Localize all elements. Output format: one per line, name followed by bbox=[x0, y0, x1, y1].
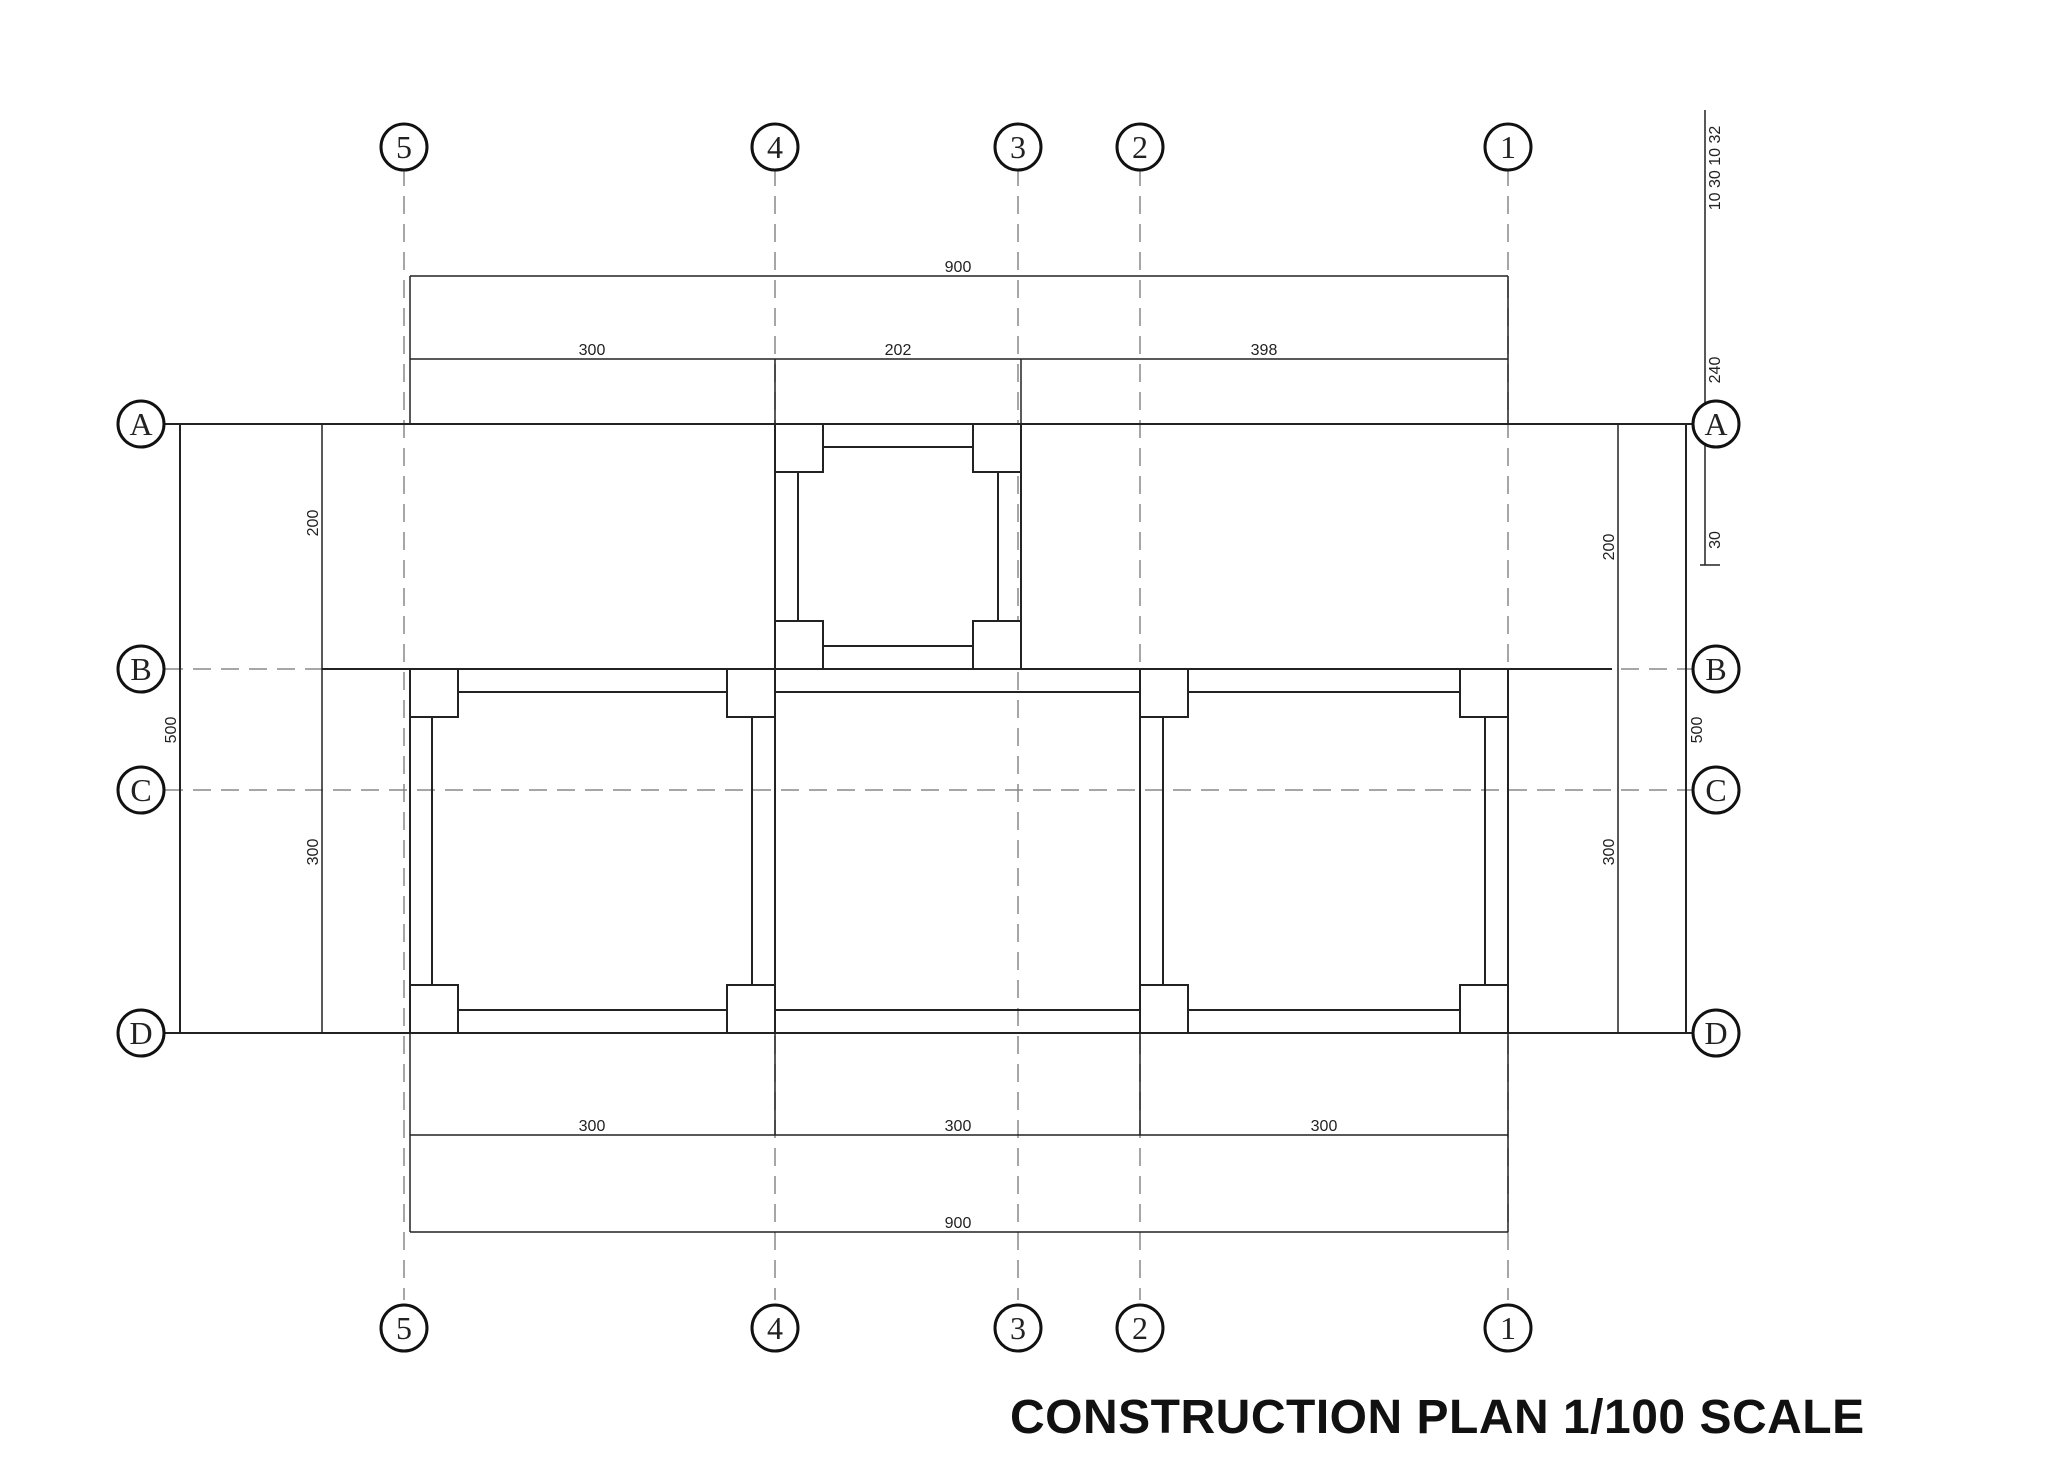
room-bottom-left bbox=[409, 668, 776, 1034]
column bbox=[1139, 668, 1189, 718]
grid-bubble-4-top bbox=[750, 122, 800, 172]
column bbox=[774, 423, 824, 473]
column bbox=[774, 620, 824, 670]
dim-top-segment-1: 300 bbox=[579, 342, 606, 359]
grid-bubble-3-top bbox=[993, 122, 1043, 172]
grid-bubble-2-bottom bbox=[1115, 1303, 1165, 1353]
column bbox=[409, 984, 459, 1034]
dim-bottom-segment-3: 300 bbox=[1311, 1118, 1338, 1135]
grid-label-d-right: D bbox=[1704, 1015, 1727, 1051]
grid-labels: 5 4 3 2 1 5 4 3 2 1 A B C D A B C D bbox=[129, 129, 1727, 1346]
dimension-labels: 900 300 202 398 300 300 300 900 500 200 … bbox=[163, 126, 1724, 1232]
grid-label-1-bottom: 1 bbox=[1500, 1310, 1516, 1346]
bottom-dimension-lines bbox=[409, 1033, 1509, 1233]
dim-left-total: 500 bbox=[163, 717, 180, 744]
dim-left-segment-1: 200 bbox=[305, 510, 322, 537]
grid-label-c-left: C bbox=[130, 772, 151, 808]
grid-bubble-1-top bbox=[1483, 122, 1533, 172]
grid-label-4-bottom: 4 bbox=[767, 1310, 783, 1346]
grid-bubbles-top bbox=[379, 122, 1533, 172]
grid-bubble-b-left bbox=[116, 644, 166, 694]
dim-top-segment-3: 398 bbox=[1251, 342, 1278, 359]
dim-bottom-total: 900 bbox=[945, 1215, 972, 1232]
grid-label-b-right: B bbox=[1705, 651, 1726, 687]
grid-bubble-c-left bbox=[116, 765, 166, 815]
column bbox=[409, 668, 459, 718]
grid-label-5-bottom: 5 bbox=[396, 1310, 412, 1346]
dim-right-segment-2: 300 bbox=[1601, 839, 1618, 866]
grid-label-4-top: 4 bbox=[767, 129, 783, 165]
grid-bubble-3-bottom bbox=[993, 1303, 1043, 1353]
grid-bubble-c-right bbox=[1691, 765, 1741, 815]
grid-row-lines bbox=[165, 423, 1695, 1034]
plan-outline bbox=[179, 423, 1687, 1034]
grid-label-a-left: A bbox=[129, 406, 152, 442]
grid-bubble-a-right bbox=[1691, 399, 1741, 449]
grid-label-1-top: 1 bbox=[1500, 129, 1516, 165]
dim-right-stack: 10 30 10 32 bbox=[1707, 126, 1724, 211]
grid-label-b-left: B bbox=[130, 651, 151, 687]
dim-top-segment-2: 202 bbox=[885, 342, 912, 359]
grid-label-3-bottom: 3 bbox=[1010, 1310, 1026, 1346]
dim-bottom-segment-1: 300 bbox=[579, 1118, 606, 1135]
grid-label-2-bottom: 2 bbox=[1132, 1310, 1148, 1346]
column bbox=[1459, 668, 1509, 718]
grid-bubble-4-bottom bbox=[750, 1303, 800, 1353]
grid-bubble-2-top bbox=[1115, 122, 1165, 172]
grid-bubble-5-bottom bbox=[379, 1303, 429, 1353]
dim-left-segment-2: 300 bbox=[305, 839, 322, 866]
grid-label-2-top: 2 bbox=[1132, 129, 1148, 165]
room-top-center bbox=[774, 423, 1022, 670]
top-dimension-lines bbox=[409, 275, 1509, 424]
grid-bubble-d-left bbox=[116, 1008, 166, 1058]
grid-bubbles-right bbox=[1691, 399, 1741, 1058]
column bbox=[726, 984, 776, 1034]
structural-columns bbox=[409, 423, 1509, 1034]
dim-right-total: 500 bbox=[1689, 717, 1706, 744]
column bbox=[972, 423, 1022, 473]
grid-bubble-b-right bbox=[1691, 644, 1741, 694]
grid-bubble-5-top bbox=[379, 122, 429, 172]
grid-bubble-1-bottom bbox=[1483, 1303, 1533, 1353]
grid-bubbles-left bbox=[116, 399, 166, 1058]
column bbox=[972, 620, 1022, 670]
grid-bubble-d-right bbox=[1691, 1008, 1741, 1058]
dim-bottom-segment-2: 300 bbox=[945, 1118, 972, 1135]
dim-right-upper: 240 bbox=[1707, 357, 1724, 384]
column bbox=[1459, 984, 1509, 1034]
side-dimension-lines bbox=[321, 110, 1720, 1033]
bay-bottom-middle bbox=[775, 691, 1140, 1011]
grid-bubbles-bottom bbox=[379, 1303, 1533, 1353]
grid-label-c-right: C bbox=[1705, 772, 1726, 808]
column bbox=[1139, 984, 1189, 1034]
grid-label-d-left: D bbox=[129, 1015, 152, 1051]
grid-label-3-top: 3 bbox=[1010, 129, 1026, 165]
column bbox=[726, 668, 776, 718]
dim-top-total: 900 bbox=[945, 259, 972, 276]
grid-label-a-right: A bbox=[1704, 406, 1727, 442]
dim-right-segment-1: 200 bbox=[1601, 534, 1618, 561]
grid-label-5-top: 5 bbox=[396, 129, 412, 165]
dim-right-lower: 30 bbox=[1707, 531, 1724, 549]
page-title: CONSTRUCTION PLAN 1/100 SCALE bbox=[1010, 1391, 1865, 1444]
grid-bubble-a-left bbox=[116, 399, 166, 449]
room-bottom-right bbox=[1139, 668, 1509, 1034]
